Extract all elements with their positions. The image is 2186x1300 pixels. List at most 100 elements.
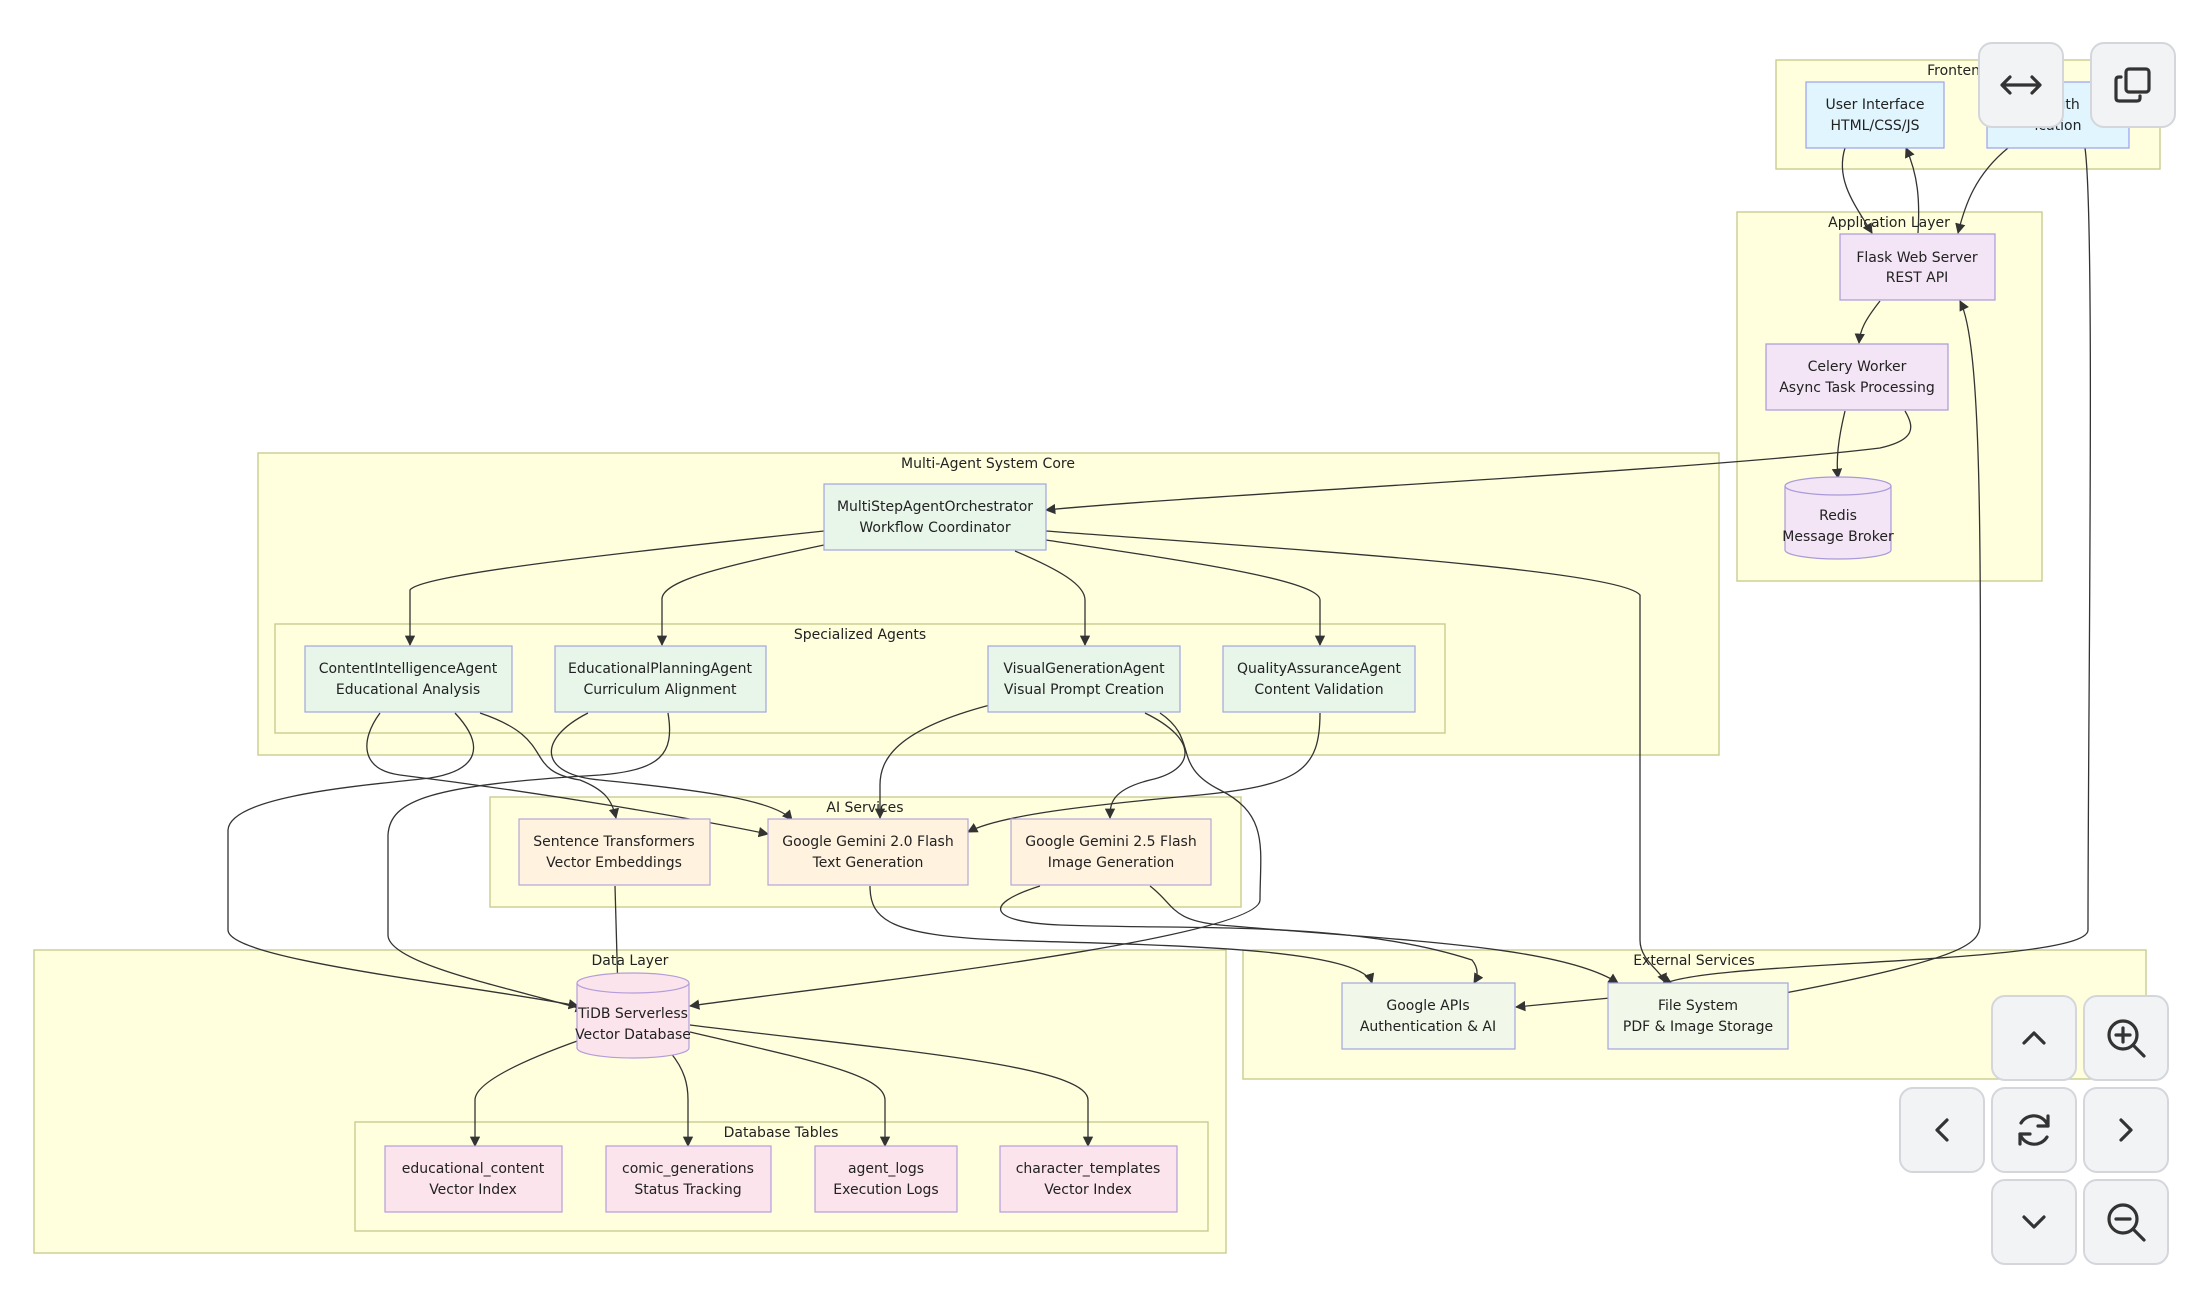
node-gemini20-title: Google Gemini 2.0 Flash [782,834,953,850]
node-user-interface-title: User Interface [1825,97,1924,113]
pan-up-button[interactable] [1991,995,2077,1081]
node-gemini20-subtitle: Text Generation [812,855,924,871]
copy-button[interactable] [2090,42,2176,128]
node-visual-agent-title: VisualGenerationAgent [1003,661,1165,677]
edge-flask-celery [1854,300,1881,345]
arrows-horizontal-icon [2000,75,2042,95]
cluster-application-label: Application Layer [1828,215,1950,231]
node-celery-title: Celery Worker [1808,359,1907,375]
cluster-data-label: Data Layer [592,953,669,969]
node-celery-worker[interactable]: Celery Worker Async Task Processing [1765,343,1949,411]
node-educational-planning-agent[interactable]: EducationalPlanningAgent Curriculum Alig… [554,645,767,713]
node-user-interface[interactable]: User Interface HTML/CSS/JS [1805,81,1945,149]
node-user-interface-subtitle: HTML/CSS/JS [1831,118,1920,134]
edge-ui-flask [1841,147,1873,234]
pan-down-button[interactable] [1991,1179,2077,1265]
node-content-intelligence-agent[interactable]: ContentIntelligenceAgent Educational Ana… [304,645,513,713]
edge-content-tidb [227,712,580,1010]
edge-tidb-educational [469,1039,581,1148]
node-file-system-title: File System [1658,998,1738,1014]
node-flask-subtitle: REST API [1886,270,1949,286]
edge-gemini25-filesystem [1149,885,1619,984]
pan-right-button[interactable] [2083,1087,2169,1173]
node-tidb-title: TiDB Serverless [577,1006,688,1022]
node-educational-content-subtitle: Vector Index [429,1182,517,1198]
node-sentence-transformers[interactable]: Sentence Transformers Vector Embeddings [518,818,711,886]
node-comic-generations-subtitle: Status Tracking [634,1182,741,1198]
zoom-out-button[interactable] [2083,1179,2169,1265]
node-sentence-title: Sentence Transformers [533,834,694,850]
chevron-left-icon [1935,1118,1949,1142]
node-redis[interactable]: Redis Message Broker [1782,476,1894,560]
node-qa-agent-subtitle: Content Validation [1254,682,1383,698]
edge-oauth-flask [1955,147,2009,235]
node-quality-assurance-agent[interactable]: QualityAssuranceAgent Content Validation [1222,645,1416,713]
node-celery-subtitle: Async Task Processing [1779,380,1935,396]
node-agent-logs-table[interactable]: agent_logs Execution Logs [814,1145,958,1213]
node-sentence-subtitle: Vector Embeddings [546,855,682,871]
cluster-tables-label: Database Tables [724,1125,839,1141]
edge-qa-gemini20 [967,712,1321,833]
chevron-up-icon [2022,1031,2046,1045]
node-file-system[interactable]: File System PDF & Image Storage [1607,982,1789,1050]
edge-orch-visual [1014,550,1091,647]
node-flask-web-server[interactable]: Flask Web Server REST API [1839,233,1996,301]
node-agent-logs-subtitle: Execution Logs [833,1182,938,1198]
edge-tidb-comic [669,1051,694,1148]
node-orchestrator-subtitle: Workflow Coordinator [859,520,1010,536]
cluster-specialized-label: Specialized Agents [794,627,926,643]
edge-orch-filesystem [1045,530,1667,984]
edge-oauth-filesystem [1661,147,2092,986]
node-planning-agent-title: EducationalPlanningAgent [568,661,752,677]
pan-left-button[interactable] [1899,1087,1985,1173]
edge-flask-ui [1905,147,1920,234]
node-flask-title: Flask Web Server [1856,250,1978,266]
zoom-in-button[interactable] [2083,995,2169,1081]
reset-button[interactable] [1991,1087,2077,1173]
node-content-agent-subtitle: Educational Analysis [336,682,480,698]
node-gemini-20-flash[interactable]: Google Gemini 2.0 Flash Text Generation [767,818,969,886]
edge-content-sentence [479,712,620,820]
edge-gemini25-googleapis [1000,885,1484,984]
node-comic-generations-title: comic_generations [622,1161,754,1177]
edge-planning-gemini20 [550,712,793,821]
node-educational-content-title: educational_content [402,1161,545,1177]
edge-planning-tidb [387,712,671,1013]
node-file-system-subtitle: PDF & Image Storage [1623,1019,1773,1035]
node-redis-subtitle: Message Broker [1782,529,1894,545]
node-tidb-subtitle: Vector Database [575,1027,691,1043]
edge-gemini20-googleapis [869,885,1375,984]
cluster-core-label: Multi-Agent System Core [901,456,1075,472]
node-content-agent-title: ContentIntelligenceAgent [319,661,498,677]
refresh-icon [2018,1114,2050,1146]
edge-orch-content [404,530,825,647]
node-comic-generations-table[interactable]: comic_generations Status Tracking [605,1145,772,1213]
edge-tidb-agentlogs [689,1031,891,1148]
node-character-templates-subtitle: Vector Index [1044,1182,1132,1198]
node-visual-generation-agent[interactable]: VisualGenerationAgent Visual Prompt Crea… [987,645,1181,713]
node-orchestrator-title: MultiStepAgentOrchestrator [837,499,1033,515]
node-character-templates-table[interactable]: character_templates Vector Index [999,1145,1178,1213]
node-orchestrator[interactable]: MultiStepAgentOrchestrator Workflow Coor… [823,483,1047,551]
fit-width-button[interactable] [1978,42,2064,128]
edge-filesystem-googleapis [1514,997,1611,1012]
edge-visual-tidb [688,712,1262,1010]
cluster-ai-label: AI Services [826,800,903,816]
chevron-down-icon [2022,1215,2046,1229]
node-tidb-serverless[interactable]: TiDB Serverless Vector Database [575,972,691,1059]
cluster-external-label: External Services [1633,953,1755,969]
node-planning-agent-subtitle: Curriculum Alignment [584,682,737,698]
node-google-apis-subtitle: Authentication & AI [1360,1019,1496,1035]
chevron-right-icon [2119,1118,2133,1142]
cluster-frontend-label: Frontend [1927,63,1989,79]
node-educational-content-table[interactable]: educational_content Vector Index [384,1145,563,1213]
edge-celery-orchestrator [1044,410,1912,515]
node-gemini25-title: Google Gemini 2.5 Flash [1025,834,1196,850]
node-gemini-25-flash[interactable]: Google Gemini 2.5 Flash Image Generation [1010,818,1212,886]
node-gemini25-subtitle: Image Generation [1048,855,1174,871]
node-redis-title: Redis [1819,508,1857,524]
copy-icon [2114,67,2151,103]
node-google-apis[interactable]: Google APIs Authentication & AI [1341,982,1516,1050]
edge-tidb-templates [689,1024,1094,1148]
